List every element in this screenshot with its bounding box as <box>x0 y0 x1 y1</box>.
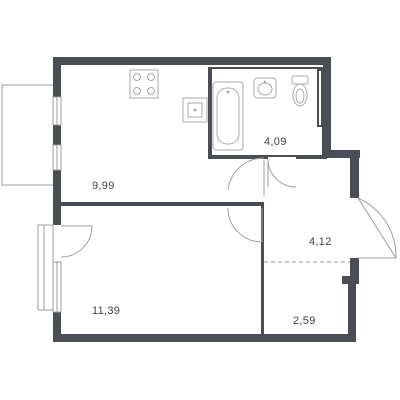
loggia-lower <box>37 224 93 311</box>
bedroom-door-swing <box>227 207 263 243</box>
area-label-hallway: 4,12 <box>309 236 332 248</box>
balcony <box>1 84 55 186</box>
sink-icon <box>182 97 208 123</box>
toilet-icon <box>291 75 309 107</box>
washbasin-icon <box>253 77 277 99</box>
bathroom-door-swing <box>267 158 297 188</box>
entrance-door-swing <box>357 197 397 259</box>
doors <box>227 157 397 259</box>
interior-walls <box>61 67 327 334</box>
area-label-storage: 2,59 <box>293 315 316 327</box>
balcony-door-swing <box>60 225 93 258</box>
kitchen-door-swing <box>227 157 265 191</box>
bathtub-icon <box>212 81 244 151</box>
area-label-kitchen: 9,99 <box>92 180 115 192</box>
area-label-bedroom: 11,39 <box>92 305 120 317</box>
area-label-bathroom: 4,09 <box>264 136 287 148</box>
stove-icon <box>129 69 159 99</box>
outer-walls <box>53 57 360 342</box>
